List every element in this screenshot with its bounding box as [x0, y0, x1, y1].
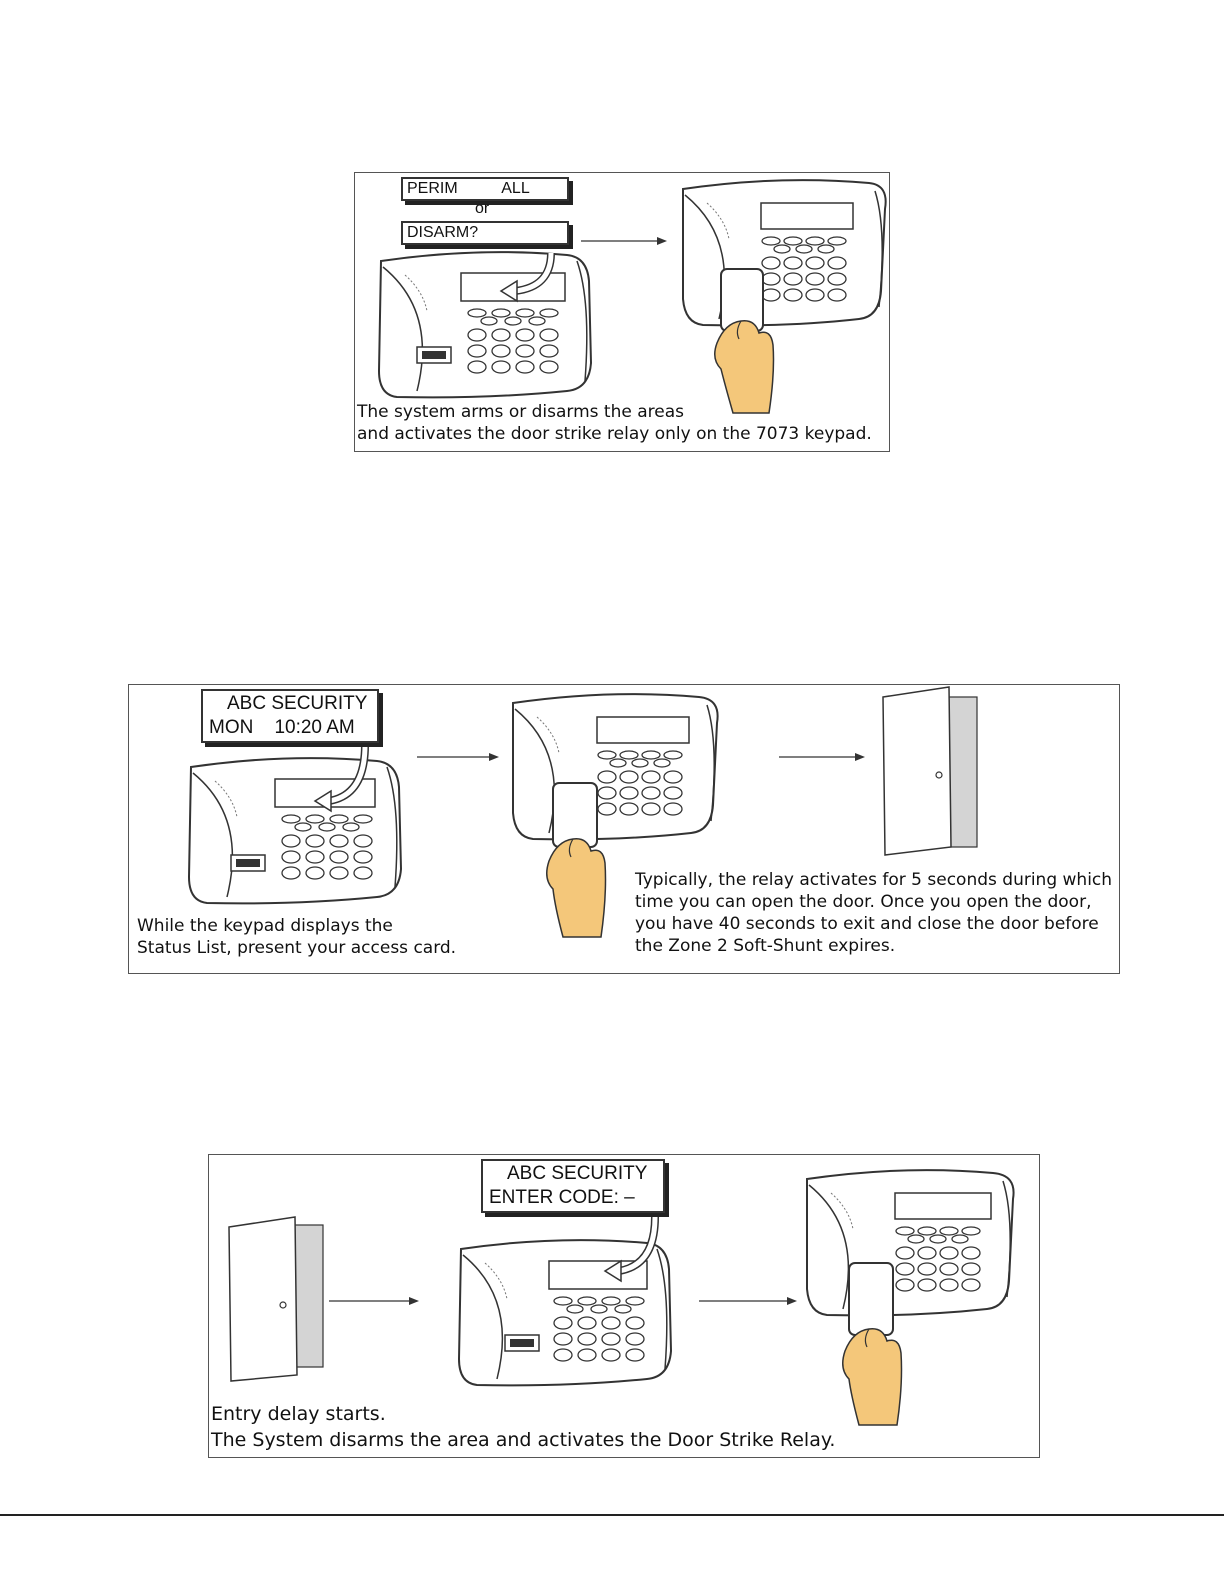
display-line: DISARM?: [407, 224, 479, 241]
display-line: ENTER CODE: –: [489, 1187, 635, 1208]
display-disarm: DISARM?: [401, 221, 569, 245]
display-enter-code: ABC SECURITY ENTER CODE: –: [481, 1159, 665, 1213]
arrow-right-icon: [417, 753, 499, 761]
display-line: MON 10:20 AM: [209, 717, 355, 738]
footer-rule: [0, 1514, 1224, 1516]
arrow-right-icon: [581, 237, 667, 245]
figure3-caption: Entry delay starts. The System disarms t…: [211, 1401, 835, 1453]
caption-line: The System disarms the area and activate…: [211, 1429, 836, 1451]
caption-line: the Zone 2 Soft-Shunt expires.: [635, 936, 896, 956]
access-card-hand-icon: [546, 782, 607, 938]
caption-line: and activates the door strike relay only…: [357, 424, 872, 444]
figure2-caption-left: While the keypad displays the Status Lis…: [137, 915, 456, 959]
figure-entry-disarm: ABC SECURITY ENTER CODE: – Entry delay s…: [208, 1154, 1040, 1458]
display-line: PERIM ALL: [407, 180, 530, 197]
arrow-right-icon: [779, 753, 865, 761]
caption-line: While the keypad displays the: [137, 916, 393, 936]
caption-line: Status List, present your access card.: [137, 938, 457, 958]
display-status-list: ABC SECURITY MON 10:20 AM: [201, 689, 379, 743]
keypad-icon: [187, 757, 403, 905]
figure-arm-disarm: PERIM ALL or DISARM? The system arms or …: [354, 172, 890, 452]
keypad-icon: [806, 1169, 1015, 1317]
keypad-icon: [682, 179, 887, 327]
arrow-right-icon: [699, 1297, 797, 1305]
caption-line: Entry delay starts.: [211, 1403, 386, 1425]
display-line: ABC SECURITY: [507, 1163, 648, 1184]
door-icon: [228, 1216, 324, 1382]
display-line: ABC SECURITY: [227, 693, 368, 714]
door-icon: [882, 686, 978, 856]
arrow-right-icon: [329, 1297, 419, 1305]
caption-line: Typically, the relay activates for 5 sec…: [635, 870, 1113, 890]
figure3-illustration: [228, 1169, 1015, 1426]
caption-line: The system arms or disarms the areas: [357, 402, 684, 422]
figure1-illustration: [377, 179, 887, 414]
keypad-icon: [512, 693, 719, 841]
figure-access-card-exit: ABC SECURITY MON 10:20 AM While the keyp…: [128, 684, 1120, 974]
display-perim-all: PERIM ALL: [401, 177, 569, 201]
figure2-illustration: [187, 686, 978, 938]
keypad-icon: [377, 251, 593, 399]
caption-line: time you can open the door. Once you ope…: [635, 892, 1092, 912]
or-label: or: [475, 200, 490, 217]
figure1-caption: The system arms or disarms the areas and…: [357, 401, 872, 445]
figure2-caption-right: Typically, the relay activates for 5 sec…: [635, 869, 1112, 957]
access-card-hand-icon: [714, 268, 775, 414]
access-card-hand-icon: [842, 1262, 903, 1426]
caption-line: you have 40 seconds to exit and close th…: [635, 914, 1099, 934]
